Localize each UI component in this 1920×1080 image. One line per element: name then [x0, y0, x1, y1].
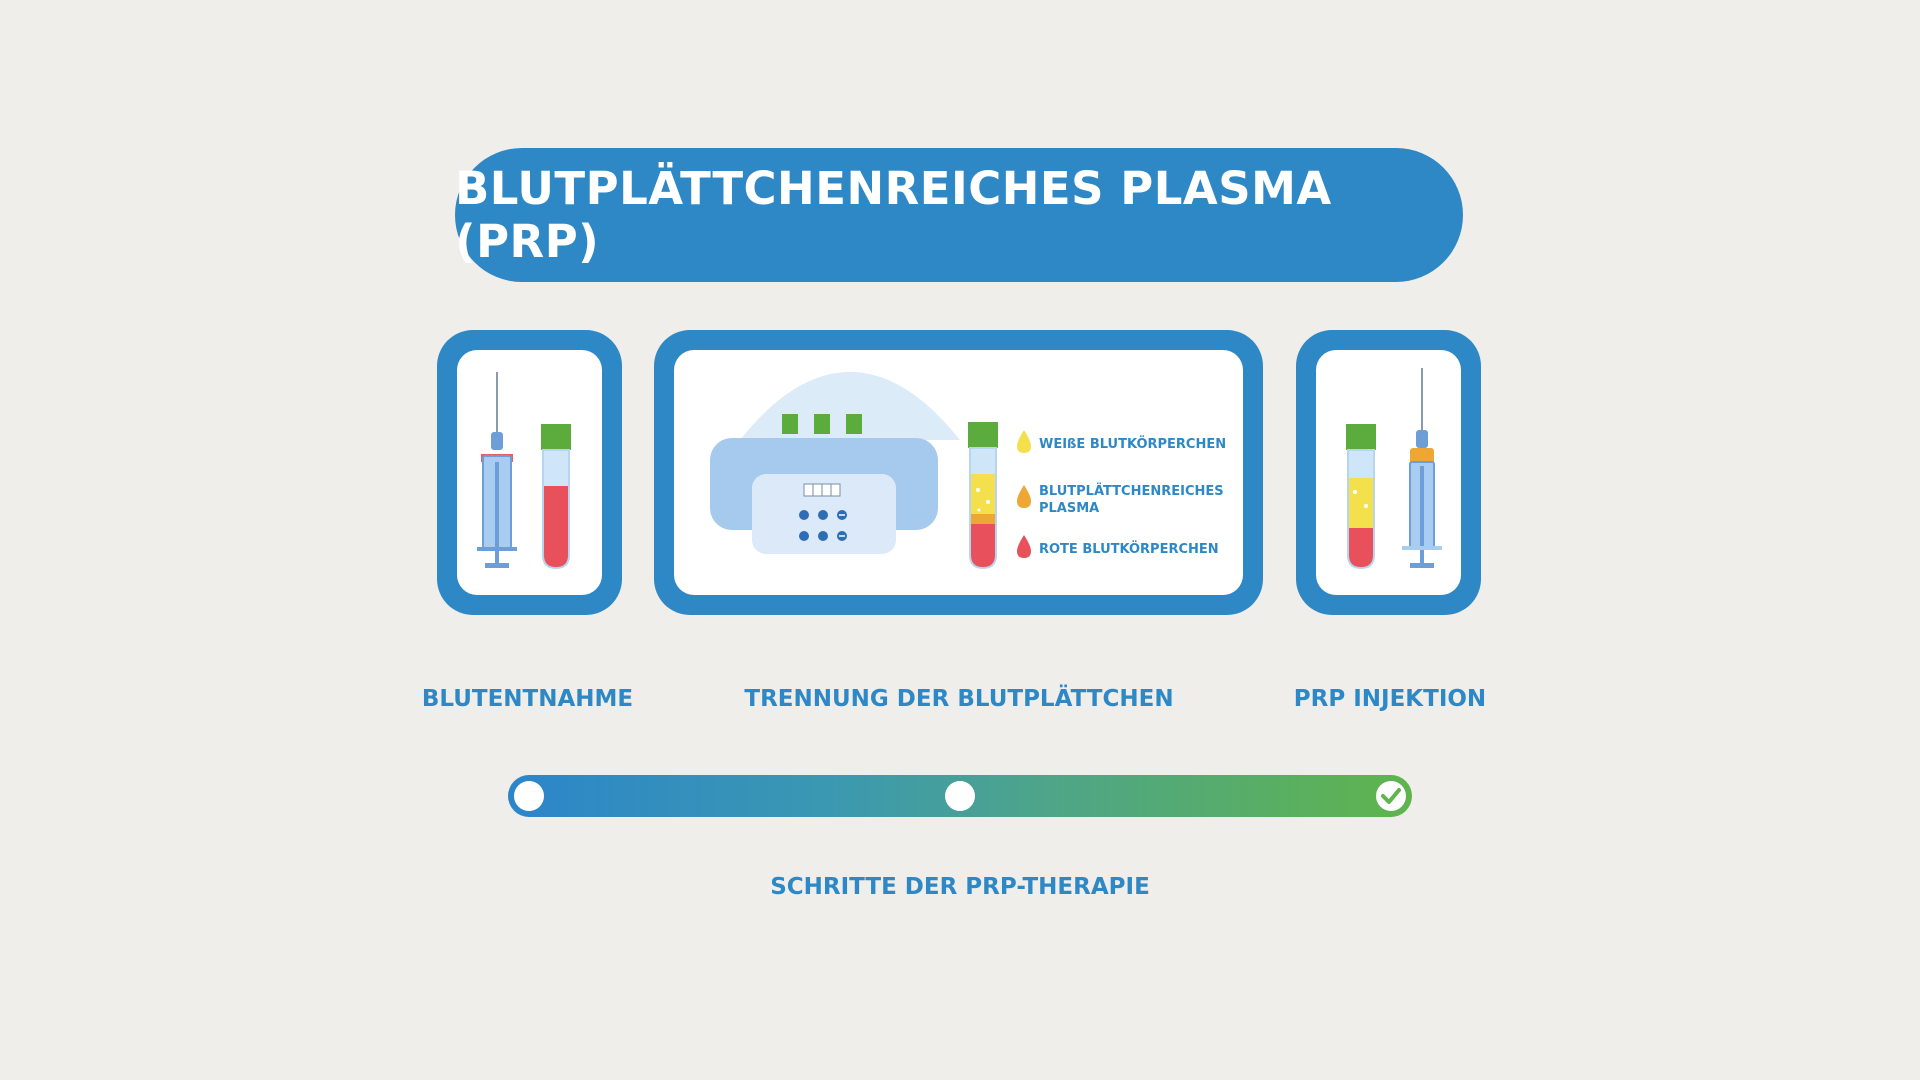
panel-blood-collection-inner — [457, 350, 602, 595]
progress-step-1-dot — [514, 781, 544, 811]
legend-white-blood-cells: WEIßE BLUTKÖRPERCHEN — [1039, 436, 1226, 452]
panel-blood-collection — [437, 330, 622, 615]
title-banner: BLUTPLÄTTCHENREICHES PLASMA (PRP) — [455, 148, 1463, 282]
panel-platelet-separation: WEIßE BLUTKÖRPERCHEN BLUTPLÄTTCHENREICHE… — [654, 330, 1263, 615]
centrifuge-icon — [710, 372, 960, 554]
progress-step-3-dot — [1376, 781, 1406, 811]
blood-collection-illustration — [477, 372, 571, 570]
legend-platelet-rich-plasma-line1: BLUTPLÄTTCHENREICHES — [1039, 483, 1224, 499]
step-label-prp-injection: PRP INJEKTION — [1293, 686, 1487, 712]
progress-step-2-dot — [945, 781, 975, 811]
checkmark-icon — [1381, 788, 1401, 804]
panel-prp-injection-inner — [1316, 350, 1461, 595]
legend-platelet-rich-plasma-line2: PLASMA — [1039, 501, 1099, 516]
drop-icon — [1017, 485, 1031, 508]
test-tube-icon — [541, 424, 571, 570]
legend-red-blood-cells: ROTE BLUTKÖRPERCHEN — [1039, 541, 1219, 557]
panel-platelet-separation-inner: WEIßE BLUTKÖRPERCHEN BLUTPLÄTTCHENREICHE… — [674, 350, 1243, 595]
syringe-icon — [1402, 368, 1442, 568]
progress-caption: SCHRITTE DER PRP-THERAPIE — [770, 874, 1150, 900]
test-tube-icon — [968, 422, 998, 570]
page-title: BLUTPLÄTTCHENREICHES PLASMA (PRP) — [455, 162, 1332, 268]
progress-bar — [508, 775, 1412, 817]
drop-icon — [1017, 430, 1031, 453]
drop-icon — [1017, 535, 1031, 558]
test-tube-icon — [1346, 424, 1376, 570]
separation-illustration: WEIßE BLUTKÖRPERCHEN BLUTPLÄTTCHENREICHE… — [710, 372, 1226, 570]
panel-prp-injection — [1296, 330, 1481, 615]
syringe-icon — [477, 372, 517, 568]
prp-injection-illustration — [1346, 368, 1442, 570]
step-label-blood-collection: BLUTENTNAHME — [421, 686, 634, 712]
step-label-platelet-separation: TRENNUNG DER BLUTPLÄTTCHEN — [744, 686, 1174, 712]
legend: WEIßE BLUTKÖRPERCHEN BLUTPLÄTTCHENREICHE… — [1017, 430, 1226, 558]
